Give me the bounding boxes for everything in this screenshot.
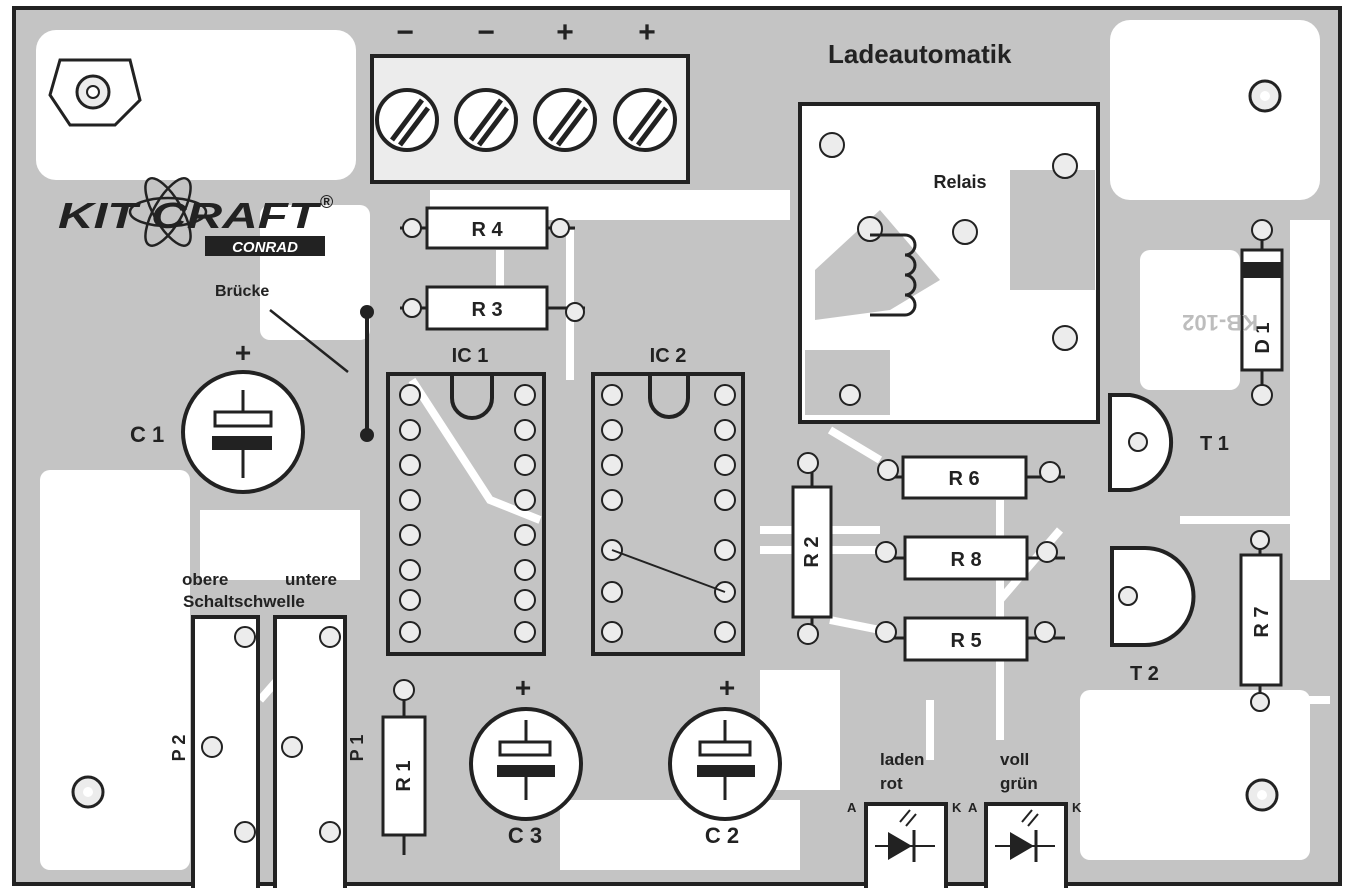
led-red-label-2: rot	[880, 774, 903, 793]
p1-label: P 1	[347, 735, 367, 762]
potentiometer-p2: P 2	[169, 615, 260, 888]
led-red-label-1: laden	[880, 750, 924, 769]
bridge-pad-bottom	[360, 428, 374, 442]
led-green: A K	[968, 800, 1082, 888]
relay-label: Relais	[933, 172, 986, 192]
capacitor-c3: + C 3	[469, 672, 583, 848]
capacitor-c2: + C 2	[668, 672, 782, 848]
c3-label: C 3	[508, 823, 542, 848]
resistor-r5: R 5	[875, 616, 1065, 662]
led-green-label-1: voll	[1000, 750, 1029, 769]
board-title: Ladeautomatik	[828, 39, 1012, 69]
d1-label: D 1	[1252, 322, 1274, 353]
terminal-3-polarity: +	[556, 16, 574, 49]
bridge-pad-top	[360, 305, 374, 319]
r8-label: R 8	[950, 549, 981, 571]
resistor-r3: R 3	[400, 285, 585, 331]
r7-label: R 7	[1251, 606, 1273, 637]
resistor-r4: R 4	[400, 206, 575, 250]
resistor-r8: R 8	[875, 535, 1065, 581]
bridge-leader	[269, 309, 349, 373]
c1-label: C 1	[130, 422, 164, 447]
led-red: A K	[847, 800, 962, 888]
ic2-label: IC 2	[650, 345, 687, 367]
c1-plus: +	[235, 337, 251, 368]
resistor-r1: R 1	[381, 679, 427, 855]
ic2-socket: IC 2	[591, 345, 745, 656]
ic1-label: IC 1	[452, 345, 489, 367]
r4-label: R 4	[471, 219, 503, 241]
terminal-2-polarity: −	[477, 16, 495, 49]
led-red-anode: A	[847, 800, 857, 815]
mounting-holes	[48, 58, 1282, 812]
logo-registered: ®	[320, 192, 333, 212]
c2-label: C 2	[705, 823, 739, 848]
c2-plus: +	[719, 672, 735, 703]
resistor-r7: R 7	[1239, 530, 1283, 712]
capacitor-c1: + C 1	[130, 337, 305, 494]
r3-label: R 3	[471, 299, 502, 321]
logo-sub: CONRAD	[232, 239, 298, 256]
r2-label: R 2	[801, 536, 823, 567]
led-green-anode: A	[968, 800, 978, 815]
bridge-label: Brücke	[215, 283, 269, 300]
board-code: KB-102	[1182, 310, 1258, 335]
diode-d1: D 1	[1240, 219, 1284, 406]
r6-label: R 6	[948, 468, 979, 490]
terminal-1-polarity: −	[396, 16, 414, 49]
atom-icon	[128, 177, 208, 247]
resistor-r6: R 6	[877, 455, 1065, 500]
transistor-t1: T 1	[1108, 393, 1229, 492]
r1-label: R 1	[393, 760, 415, 791]
etched-areas	[36, 20, 1330, 870]
led-red-cathode: K	[952, 800, 962, 815]
kitcraft-logo: KIT CRAFT ® CONRAD	[58, 177, 333, 256]
threshold-switching: Schaltschwelle	[183, 592, 305, 611]
t2-label: T 2	[1130, 663, 1159, 685]
terminal-block: − − + +	[370, 16, 690, 184]
transistor-t2: T 2	[1110, 546, 1196, 685]
threshold-upper: obere	[182, 570, 228, 589]
potentiometer-p1: P 1	[273, 615, 367, 888]
led-green-label-2: grün	[1000, 774, 1038, 793]
ic1-socket: IC 1	[386, 345, 546, 656]
threshold-lower: untere	[285, 570, 337, 589]
resistor-r2: R 2	[791, 452, 833, 645]
t1-label: T 1	[1200, 433, 1229, 455]
led-green-cathode: K	[1072, 800, 1082, 815]
r5-label: R 5	[950, 630, 981, 652]
relay: Relais	[798, 102, 1100, 424]
p2-label: P 2	[169, 735, 189, 762]
c3-plus: +	[515, 672, 531, 703]
terminal-4-polarity: +	[638, 16, 656, 49]
